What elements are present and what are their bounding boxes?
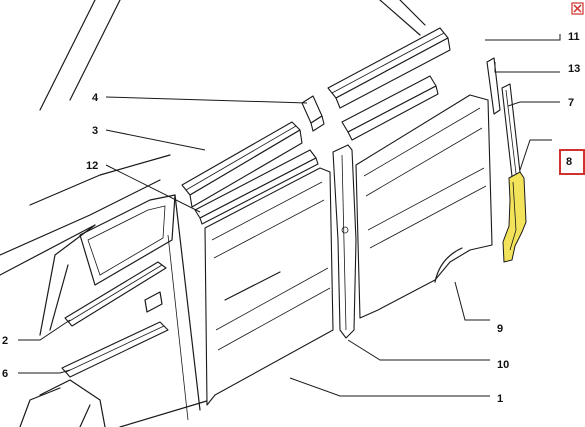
callout-11[interactable]: 11 <box>568 31 580 43</box>
callout-3[interactable]: 3 <box>92 125 98 137</box>
van-body-outline <box>0 0 426 427</box>
part-8-highlighted[interactable] <box>502 171 527 263</box>
selected-callout-box <box>559 149 585 175</box>
part-9-rear-panel[interactable] <box>355 94 493 319</box>
callout-10[interactable]: 10 <box>497 359 509 371</box>
callout-2[interactable]: 2 <box>2 335 8 347</box>
part-3-roof-rail[interactable] <box>181 121 303 208</box>
callout-6[interactable]: 6 <box>2 368 8 380</box>
part-4-bracket[interactable] <box>301 95 325 132</box>
close-icon[interactable] <box>571 2 584 15</box>
callout-1[interactable]: 1 <box>497 393 503 405</box>
callout-8[interactable]: 8 <box>566 156 572 168</box>
part-12-side-rail[interactable] <box>194 149 319 225</box>
callout-9[interactable]: 9 <box>497 323 503 335</box>
part-13-strip[interactable] <box>486 57 501 115</box>
part-rail-lower[interactable] <box>341 75 439 141</box>
part-2-rail[interactable] <box>64 261 167 327</box>
callout-7[interactable]: 7 <box>568 97 574 109</box>
callout-13[interactable]: 13 <box>568 63 580 75</box>
callout-12[interactable]: 12 <box>86 160 98 172</box>
callouts: 4 3 12 2 6 11 13 7 8 9 10 1 <box>2 31 580 405</box>
part-6-rail[interactable] <box>61 321 169 378</box>
callout-4[interactable]: 4 <box>92 92 99 104</box>
part-10-pillar[interactable] <box>332 144 357 339</box>
part-1-sliding-door[interactable] <box>204 167 334 406</box>
leader-lines <box>18 34 561 397</box>
part-11-roof-rail[interactable] <box>327 27 451 109</box>
